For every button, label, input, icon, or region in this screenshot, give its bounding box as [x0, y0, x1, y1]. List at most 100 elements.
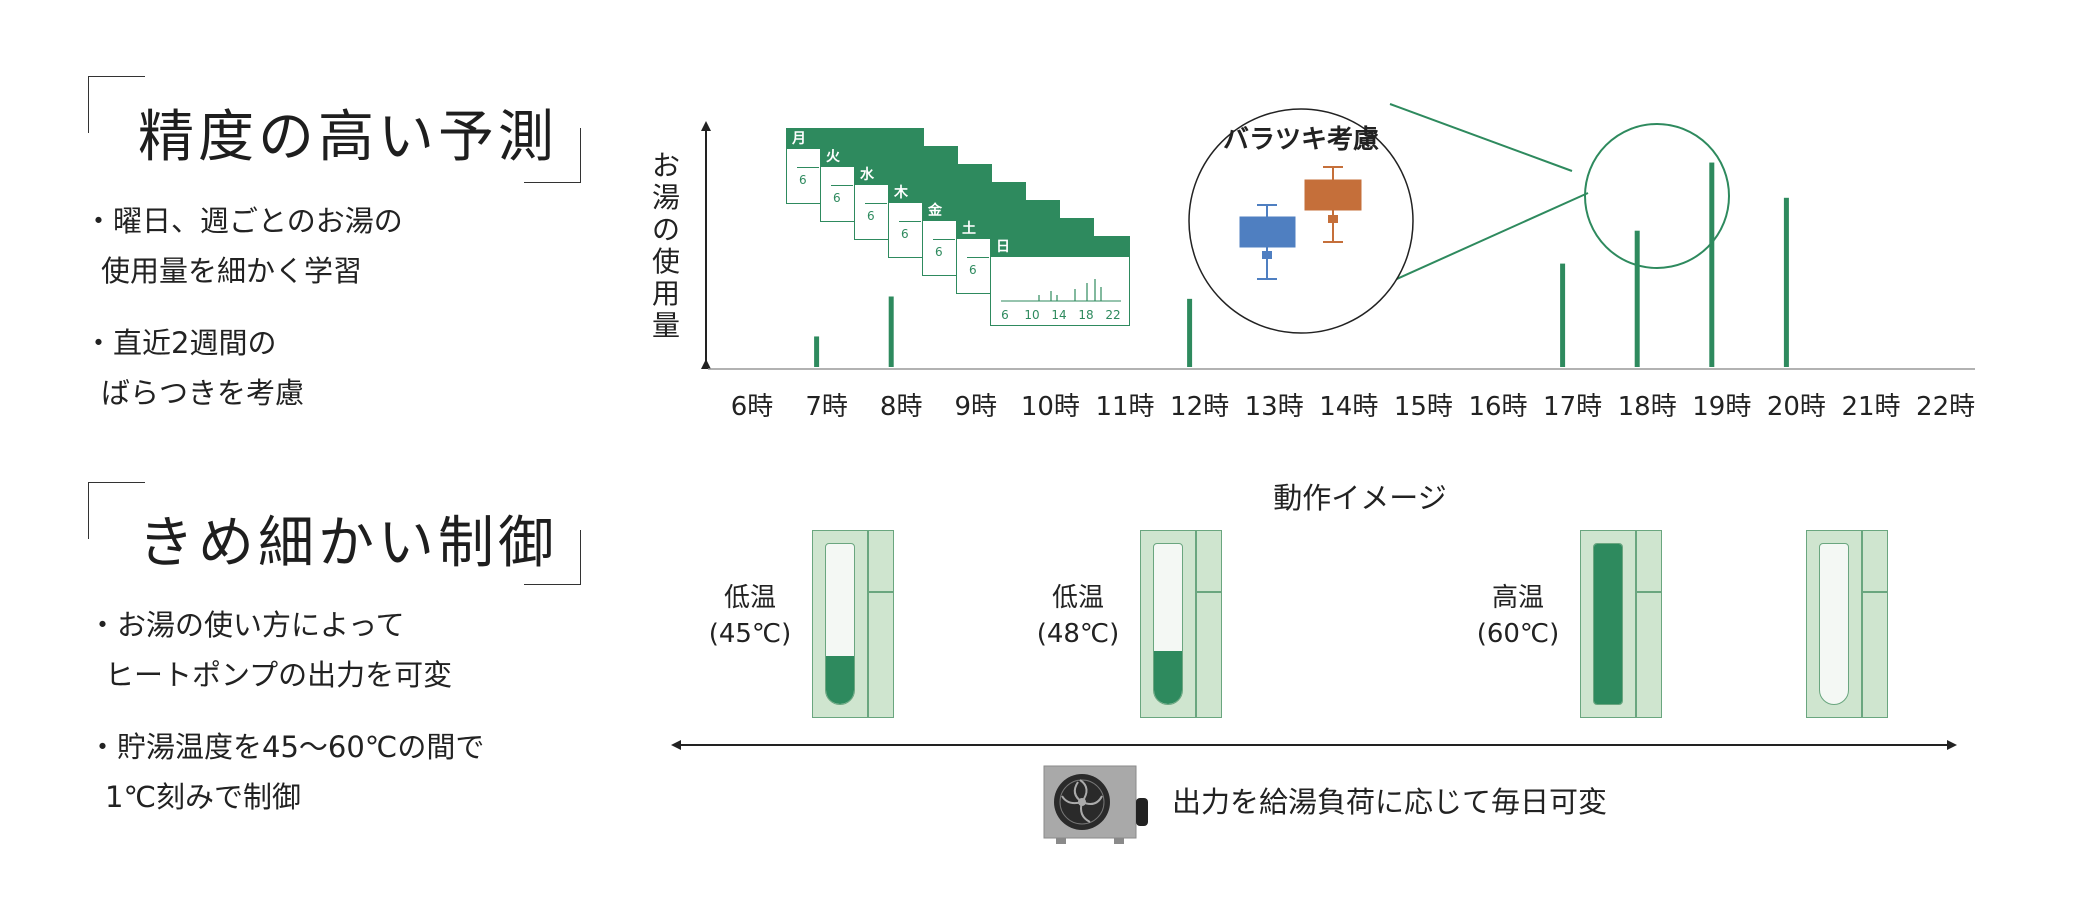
x-tick-label: 16時 [1468, 392, 1527, 422]
bullet-line: 使用量を細かく学習 [101, 254, 363, 288]
calendar-sample-label: 6 [799, 173, 807, 187]
tank-hot-water-fill [826, 656, 854, 704]
usage-bar [1560, 263, 1566, 367]
tank-temperature-label: 高温 (60℃) [1468, 580, 1568, 652]
x-tick-label: 14時 [1319, 392, 1378, 422]
prediction-title: 精度の高い予測 [138, 105, 558, 170]
x-tick-label: 13時 [1245, 392, 1304, 422]
calendar-tick-label: 14 [1051, 308, 1066, 322]
zoom-circle [1584, 123, 1730, 269]
x-tick-label: 8時 [880, 392, 923, 422]
water-tank-unit [812, 530, 894, 718]
prediction-bullet-1: ・曜日、週ごとのお湯の 使用量を細かく学習 [84, 196, 403, 296]
x-tick-label: 18時 [1618, 392, 1677, 422]
tank-level-name: 高温 [1491, 583, 1544, 613]
calendar-sample-label: 6 [867, 209, 875, 223]
usage-bar [1709, 162, 1715, 367]
x-tick-label: 19時 [1692, 392, 1751, 422]
tank-temperature-value: (48℃) [1036, 619, 1120, 649]
tank-level-name: 低温 [723, 583, 776, 613]
calendar-card-front: 日 6 10 14 18 22 [990, 236, 1130, 326]
operation-title: 動作イメージ [1273, 481, 1447, 515]
y-axis-label: お湯の使用量 [651, 149, 680, 342]
variance-diagram: バラツキ考慮 [1188, 103, 1730, 334]
tank-hot-water-fill [1154, 651, 1182, 704]
x-tick-label: 12時 [1170, 392, 1229, 422]
calendar-tick-label: 6 [1001, 308, 1009, 322]
tank-temperature-label: 低温 (48℃) [1028, 580, 1128, 652]
tank-level-name: 低温 [1051, 583, 1104, 613]
bullet-line: ヒートポンプの出力を可変 [105, 658, 453, 692]
water-tank-unit [1140, 530, 1222, 718]
calendar-divider [899, 221, 921, 222]
tank-hot-water-fill [1594, 544, 1622, 704]
bullet-line: ・お湯の使い方によって [88, 608, 405, 642]
calendar-divider [797, 167, 819, 168]
tank-side-seam [868, 591, 894, 593]
calendar-header: 火 [821, 147, 957, 167]
x-tick-label: 6時 [731, 392, 774, 422]
calendar-tick-label: 18 [1078, 308, 1093, 322]
variance-title: バラツキ考慮 [1223, 125, 1379, 155]
usage-bar [1634, 230, 1640, 367]
x-tick-label: 20時 [1767, 392, 1826, 422]
tank-side-panel [1635, 531, 1637, 717]
calendar-header: 金 [923, 201, 1059, 221]
calendar-sample-label: 6 [969, 263, 977, 277]
title-bracket-bottom-right [524, 128, 581, 183]
x-tick-label: 7時 [805, 392, 848, 422]
calendar-header: 土 [957, 219, 1093, 239]
title-bracket-top-left [88, 76, 145, 133]
bullet-line: ・貯湯温度を45〜60℃の間で [88, 730, 485, 764]
tank-side-seam [1862, 591, 1888, 593]
tank-level-tube [1153, 543, 1183, 705]
tank-side-panel [1195, 531, 1197, 717]
calendar-sample-label: 6 [935, 245, 943, 259]
title-bracket-top-left [88, 482, 145, 539]
bullet-line: 1℃刻みで制御 [105, 780, 302, 814]
usage-bar [888, 296, 894, 367]
calendar-tick-label: 22 [1105, 308, 1120, 322]
tank-temperature-value: (45℃) [708, 619, 792, 649]
tank-level-tube [1593, 543, 1623, 705]
boxplot-blue [1239, 204, 1296, 280]
calendar-header: 月 [787, 129, 923, 149]
x-tick-label: 22時 [1916, 392, 1975, 422]
bullet-line: ・直近2週間の [84, 326, 277, 360]
usage-bar [1187, 298, 1193, 367]
usage-bar [1783, 197, 1789, 367]
tank-side-seam [1196, 591, 1222, 593]
control-bullet-2: ・貯湯温度を45〜60℃の間で 1℃刻みで制御 [88, 722, 484, 822]
tank-side-seam [1636, 591, 1662, 593]
calendar-header: 日 [991, 237, 1129, 257]
usage-bar [814, 336, 820, 367]
control-title: きめ細かい制御 [138, 511, 558, 576]
x-tick-label: 9時 [955, 392, 998, 422]
tank-side-panel [867, 531, 869, 717]
water-tank-unit [1580, 530, 1662, 718]
tank-level-tube [825, 543, 855, 705]
calendar-divider [831, 185, 853, 186]
output-range-arrow [671, 740, 1957, 750]
water-tank-unit [1806, 530, 1888, 718]
zoom-line-bottom [1389, 192, 1589, 283]
heat-pump-icon [1043, 765, 1148, 844]
prediction-bullet-2: ・直近2週間の ばらつきを考慮 [84, 318, 304, 418]
bullet-line: ばらつきを考慮 [101, 376, 305, 410]
tank-temperature-value: (60℃) [1476, 619, 1560, 649]
title-bracket-bottom-right [524, 530, 581, 585]
x-tick-label: 21時 [1841, 392, 1900, 422]
calendar-mini-chart: 6 10 14 18 22 [1001, 279, 1121, 322]
calendar-sample-label: 6 [833, 191, 841, 205]
control-bullet-1: ・お湯の使い方によって ヒートポンプの出力を可変 [88, 600, 452, 700]
calendar-divider [865, 203, 887, 204]
tank-temperature-label: 低温 (45℃) [700, 580, 800, 652]
calendar-tick-label: 10 [1024, 308, 1039, 322]
calendar-header: 木 [889, 183, 1025, 203]
tank-level-tube [1819, 543, 1849, 705]
zoom-line-top [1389, 103, 1573, 172]
output-caption: 出力を給湯負荷に応じて毎日可変 [1172, 785, 1608, 819]
x-tick-label: 17時 [1543, 392, 1602, 422]
boxplot-orange [1304, 166, 1362, 243]
